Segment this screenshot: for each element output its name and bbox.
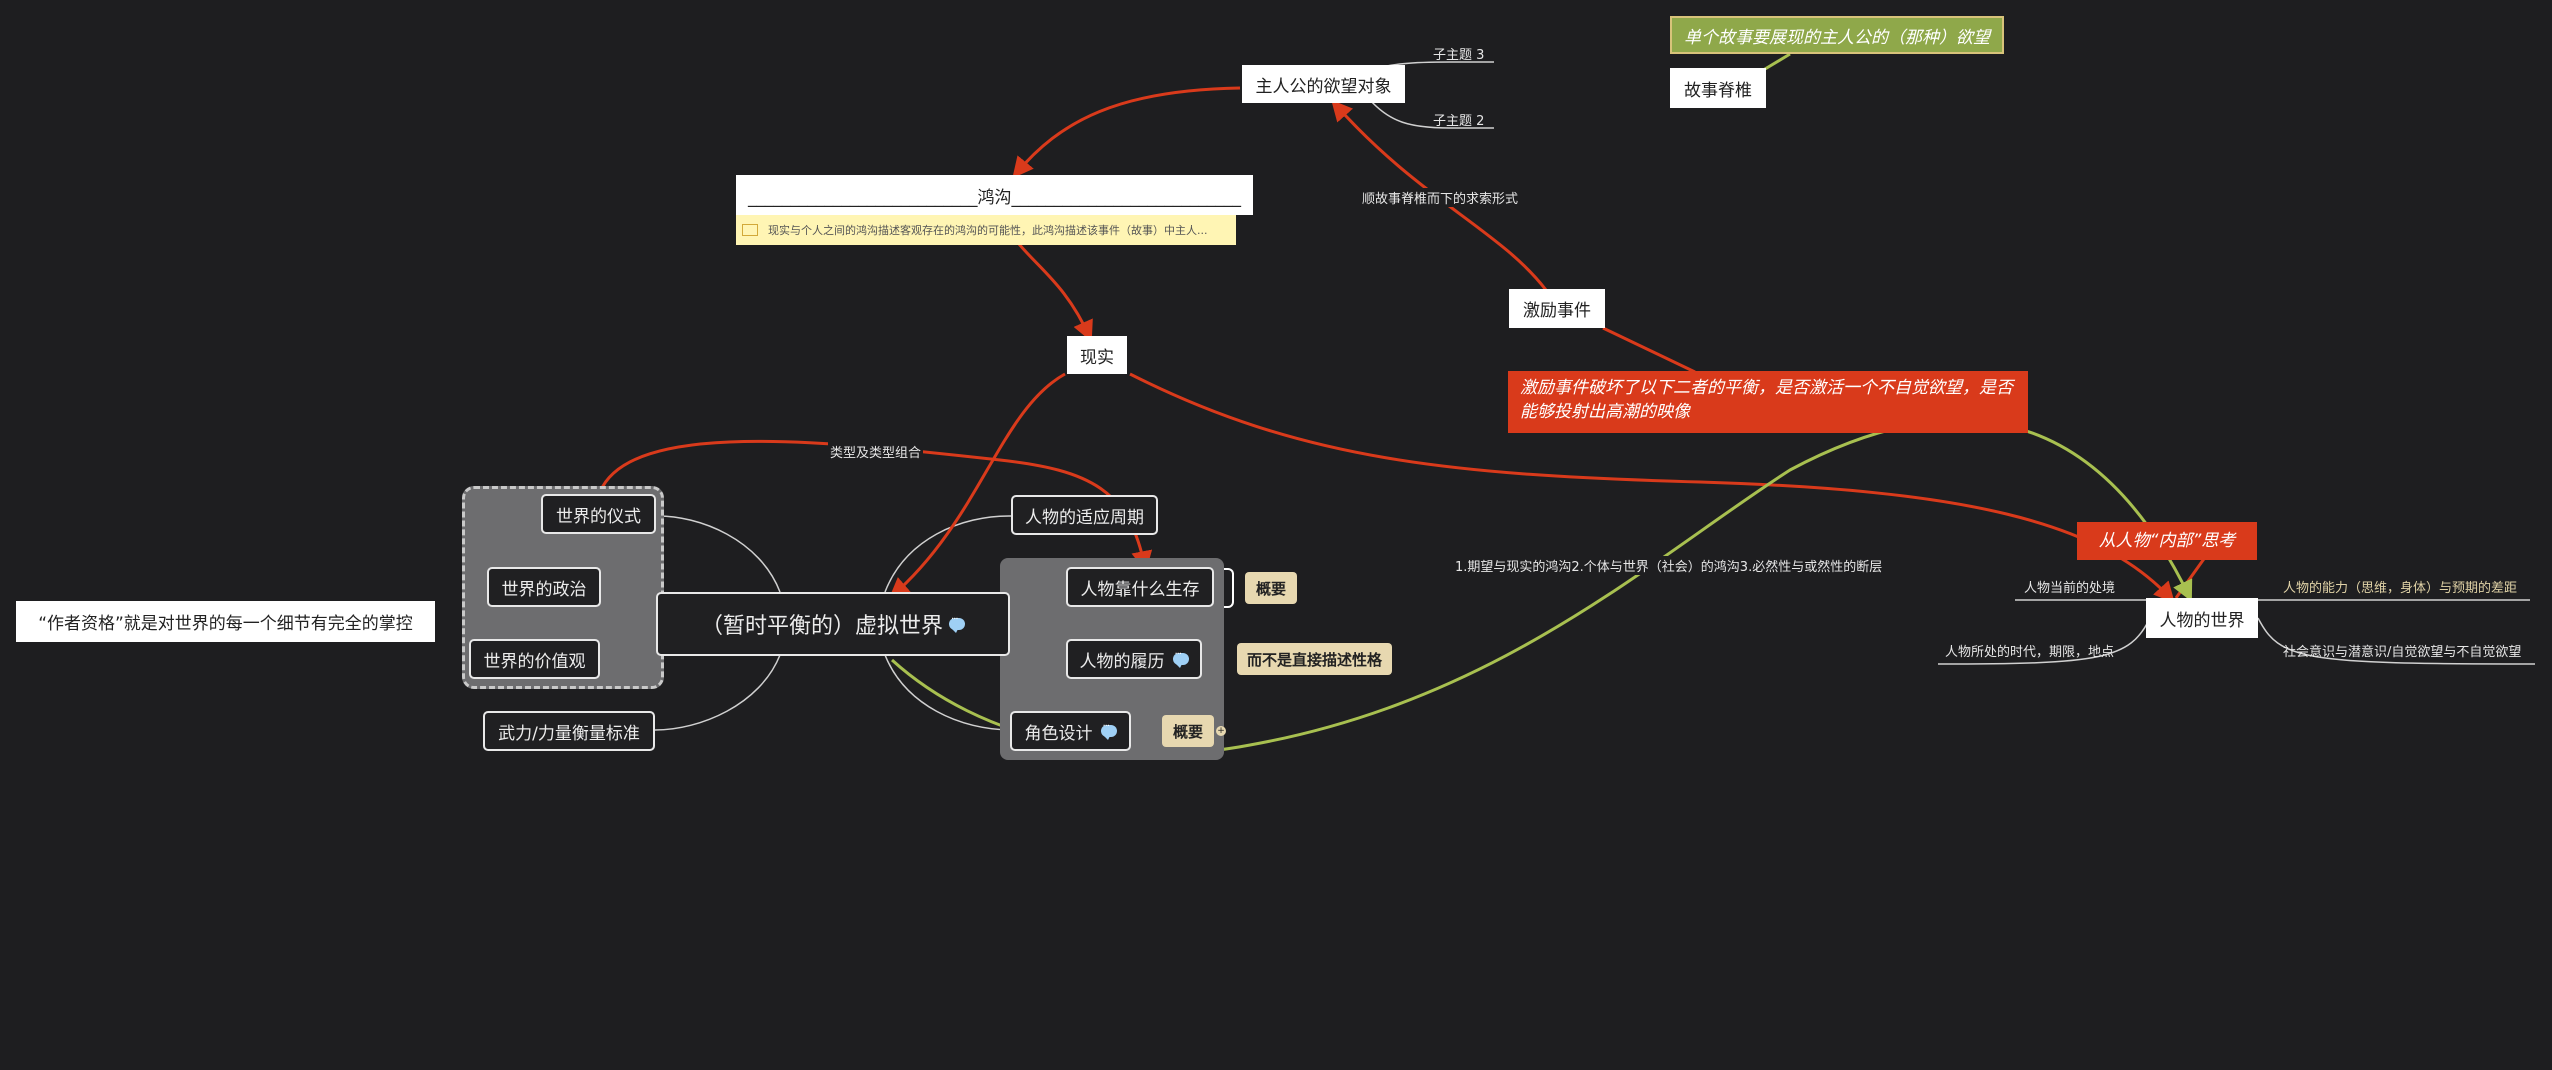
subtopic-ability-gap[interactable]: 人物的能力（思维，身体）与预期的差距 [2283, 581, 2518, 596]
topic-label: 人物的履历 [1079, 651, 1165, 672]
inciting-event-topic[interactable]: 激励事件 [1509, 289, 1605, 328]
subtopic-label: 子主题 3 [1433, 48, 1485, 63]
gap-topic[interactable]: ___________________________鸿沟___________… [736, 175, 1253, 215]
subtopic-label: 子主题 2 [1433, 114, 1485, 129]
topic-history[interactable]: 人物的履历 [1066, 639, 1202, 679]
relation-label-gap-types[interactable]: 1.期望与现实的鸿沟2.个体与世界（社会）的鸿沟3.必然性与或然性的断层 [1453, 556, 1885, 575]
relation-label-genre[interactable]: 类型及类型组合 [828, 442, 924, 461]
summary-survival[interactable]: 概要 [1245, 572, 1297, 604]
topic-label: 人物的适应周期 [1025, 507, 1144, 528]
note-icon [742, 224, 758, 236]
central-topic-label: （暂时平衡的）虚拟世界 [700, 614, 943, 639]
central-topic[interactable]: （暂时平衡的）虚拟世界 [656, 592, 1010, 656]
subtopic-situation[interactable]: 人物当前的处境 [2024, 581, 2116, 596]
topic-label: 主人公的欲望对象 [1255, 76, 1392, 97]
topic-label: 武力/力量衡量标准 [498, 723, 640, 744]
branch-line-design [884, 654, 1013, 731]
subtopic-2[interactable]: 子主题 2 [1433, 110, 1484, 129]
topic-label: 故事脊椎 [1684, 80, 1752, 101]
character-inside-callout[interactable]: 从人物“内部”思考 [2077, 522, 2257, 560]
character-world-topic[interactable]: 人物的世界 [2146, 598, 2258, 638]
branch-line-force [654, 654, 781, 731]
topic-label: 世界的价值观 [483, 651, 586, 672]
relation-label-spine-quest[interactable]: 顺故事脊椎而下的求索形式 [1360, 188, 1521, 207]
topic-label: ___________________________鸿沟___________… [748, 187, 1241, 208]
summary-label: 而不是直接描述性格 [1246, 650, 1382, 669]
relation-desire-to-gap [1012, 86, 1241, 179]
chat-bubble-icon[interactable] [1100, 721, 1117, 740]
branch-line-consciousness [2257, 617, 2536, 665]
topic-label: 人物靠什么生存 [1080, 579, 1200, 600]
chat-bubble-icon[interactable] [1172, 649, 1189, 668]
relation-reality-to-character [1129, 372, 2175, 604]
callout-label: 激励事件破坏了以下二者的平衡，是否激活一个不自觉欲望，是否能够投射出高潮的映像 [1520, 378, 2013, 422]
branch-line-ritual [654, 515, 781, 593]
subtopic-era-place[interactable]: 人物所处的时代，期限，地点 [1945, 645, 2115, 660]
relation-reality-to-central [888, 372, 1066, 599]
topic-label: 激励事件 [1523, 301, 1591, 321]
story-spine-callout[interactable]: 单个故事要展现的主人公的（那种）欲望 [1670, 16, 2004, 54]
topic-world-ritual[interactable]: 世界的仪式 [541, 494, 656, 534]
desire-object-topic[interactable]: 主人公的欲望对象 [1242, 65, 1405, 103]
subtopic-consciousness[interactable]: 社会意识与潜意识/自觉欲望与不自觉欲望 [2283, 645, 2522, 660]
topic-survival[interactable]: 人物靠什么生存 [1066, 567, 1214, 607]
topic-world-politics[interactable]: 世界的政治 [487, 567, 601, 607]
branch-line-sub2 [1369, 99, 1494, 129]
topic-adaptation-cycle[interactable]: 人物的适应周期 [1011, 495, 1158, 535]
topic-label: 世界的仪式 [556, 506, 641, 527]
topic-label: 角色设计 [1024, 723, 1093, 744]
summary-design[interactable]: 概要 [1162, 715, 1214, 747]
story-spine-topic[interactable]: 故事脊椎 [1670, 68, 1766, 108]
note-text: 现实与个人之间的鸿沟描述客观存在的鸿沟的可能性，此鸿沟描述该事件（故事）中主人.… [768, 224, 1208, 237]
topic-label: “作者资格”就是对世界的每一个细节有完全的掌控 [38, 614, 413, 634]
summary-history[interactable]: 而不是直接描述性格 [1237, 643, 1392, 675]
summary-label: 概要 [1172, 722, 1203, 741]
collapse-toggle-icon[interactable]: + [1216, 726, 1226, 736]
callout-label: 从人物“内部”思考 [2098, 531, 2236, 551]
branch-line-adaptation [884, 515, 1013, 593]
gap-note[interactable]: 现实与个人之间的鸿沟描述客观存在的鸿沟的可能性，此鸿沟描述该事件（故事）中主人.… [736, 215, 1236, 245]
chat-bubble-icon[interactable] [949, 614, 965, 633]
summary-bracket-survival [1222, 568, 1234, 608]
topic-label: 人物的世界 [2159, 610, 2245, 631]
topic-world-values[interactable]: 世界的价值观 [469, 639, 600, 679]
topic-label: 世界的政治 [501, 579, 587, 600]
author-note-topic[interactable]: “作者资格”就是对世界的每一个细节有完全的掌控 [16, 601, 435, 642]
topic-force-standard[interactable]: 武力/力量衡量标准 [483, 711, 655, 751]
subtopic-3[interactable]: 子主题 3 [1433, 44, 1484, 63]
topic-label: 现实 [1080, 347, 1114, 368]
inciting-event-callout[interactable]: 激励事件破坏了以下二者的平衡，是否激活一个不自觉欲望，是否能够投射出高潮的映像 [1508, 371, 2028, 433]
inciting-callout-link [1602, 326, 1696, 374]
relation-inciting-to-desire [1331, 99, 1548, 291]
reality-topic[interactable]: 现实 [1067, 336, 1127, 374]
branch-line-era [1937, 617, 2151, 665]
topic-character-design[interactable]: 角色设计 [1010, 711, 1131, 751]
callout-label: 单个故事要展现的主人公的（那种）欲望 [1684, 27, 1990, 48]
summary-label: 概要 [1255, 579, 1286, 598]
